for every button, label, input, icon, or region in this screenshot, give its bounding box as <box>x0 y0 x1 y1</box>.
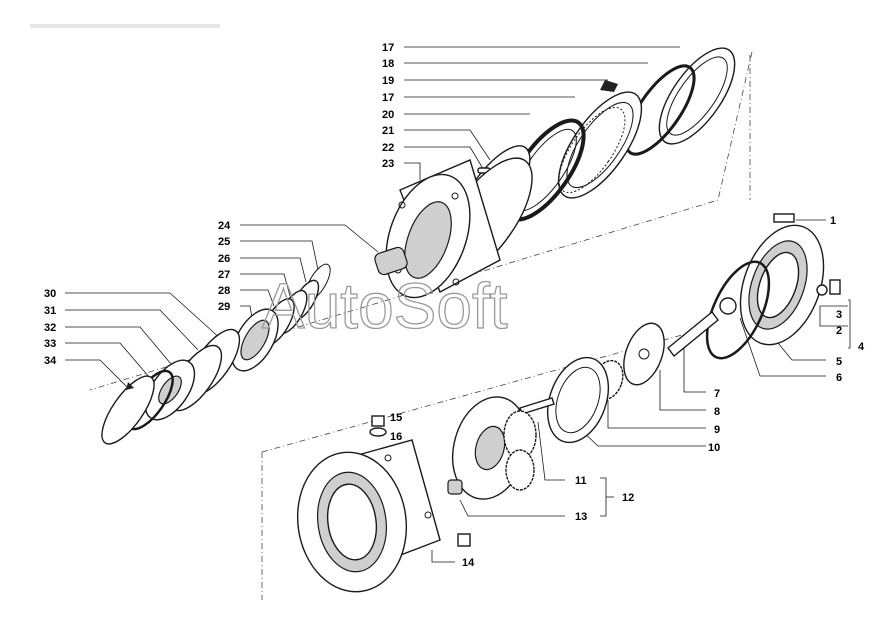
label-3: 3 <box>836 309 842 321</box>
label-9: 9 <box>714 424 720 436</box>
label-33: 33 <box>44 338 56 350</box>
screw-2 <box>829 279 841 295</box>
bolt-1 <box>773 213 795 223</box>
label-17a: 17 <box>382 42 394 54</box>
label-19: 19 <box>382 75 394 87</box>
part-labels: 17 18 19 17 20 21 22 23 24 25 26 27 28 2… <box>44 42 865 569</box>
label-31: 31 <box>44 305 56 317</box>
watermark: AutoSoft <box>262 270 508 342</box>
bearing-17 <box>557 91 643 199</box>
carrier-10 <box>546 356 610 444</box>
plug-15 <box>371 415 385 427</box>
label-5: 5 <box>836 356 842 368</box>
label-13: 13 <box>575 511 587 523</box>
bearing-29 <box>231 308 279 372</box>
label-24: 24 <box>218 220 231 232</box>
washer-6 <box>719 297 737 315</box>
splined-shaft-24 <box>374 246 408 276</box>
label-20: 20 <box>382 109 394 121</box>
label-29: 29 <box>218 301 230 313</box>
shaft-7 <box>667 310 719 358</box>
gear-8 <box>623 322 665 386</box>
hub-23 <box>385 157 533 299</box>
snap-ring-tip <box>126 382 134 390</box>
label-34: 34 <box>44 355 57 367</box>
clip-19 <box>600 80 618 92</box>
label-26: 26 <box>218 253 230 265</box>
label-27: 27 <box>218 269 230 281</box>
label-1: 1 <box>830 215 836 227</box>
label-30: 30 <box>44 288 56 300</box>
seal-ring-17 <box>658 47 736 145</box>
label-15: 15 <box>390 412 402 424</box>
gear-assembly-12 <box>452 396 537 500</box>
pin-13 <box>447 479 463 495</box>
label-17b: 17 <box>382 92 394 104</box>
label-12: 12 <box>622 492 634 504</box>
washer-3 <box>816 284 828 296</box>
o-ring-18 <box>624 64 696 156</box>
label-11: 11 <box>575 475 587 487</box>
axis-line-upper <box>89 51 753 391</box>
drive-housing-14 <box>296 439 441 593</box>
header-smudge <box>30 24 220 28</box>
label-16: 16 <box>390 431 402 443</box>
label-21: 21 <box>382 125 394 137</box>
label-7: 7 <box>714 388 720 400</box>
label-10: 10 <box>708 442 720 454</box>
label-14: 14 <box>462 557 475 569</box>
label-4: 4 <box>858 341 865 353</box>
seal-16 <box>369 427 387 437</box>
label-23: 23 <box>382 158 394 170</box>
o-ring-5 <box>705 260 771 360</box>
label-8: 8 <box>714 406 720 418</box>
screw-14 <box>457 533 471 547</box>
label-25: 25 <box>218 236 230 248</box>
label-6: 6 <box>836 372 842 384</box>
label-18: 18 <box>382 58 394 70</box>
label-32: 32 <box>44 322 56 334</box>
label-2: 2 <box>836 325 842 337</box>
snap-ring-34 <box>101 375 155 445</box>
label-28: 28 <box>218 285 230 297</box>
label-22: 22 <box>382 142 394 154</box>
